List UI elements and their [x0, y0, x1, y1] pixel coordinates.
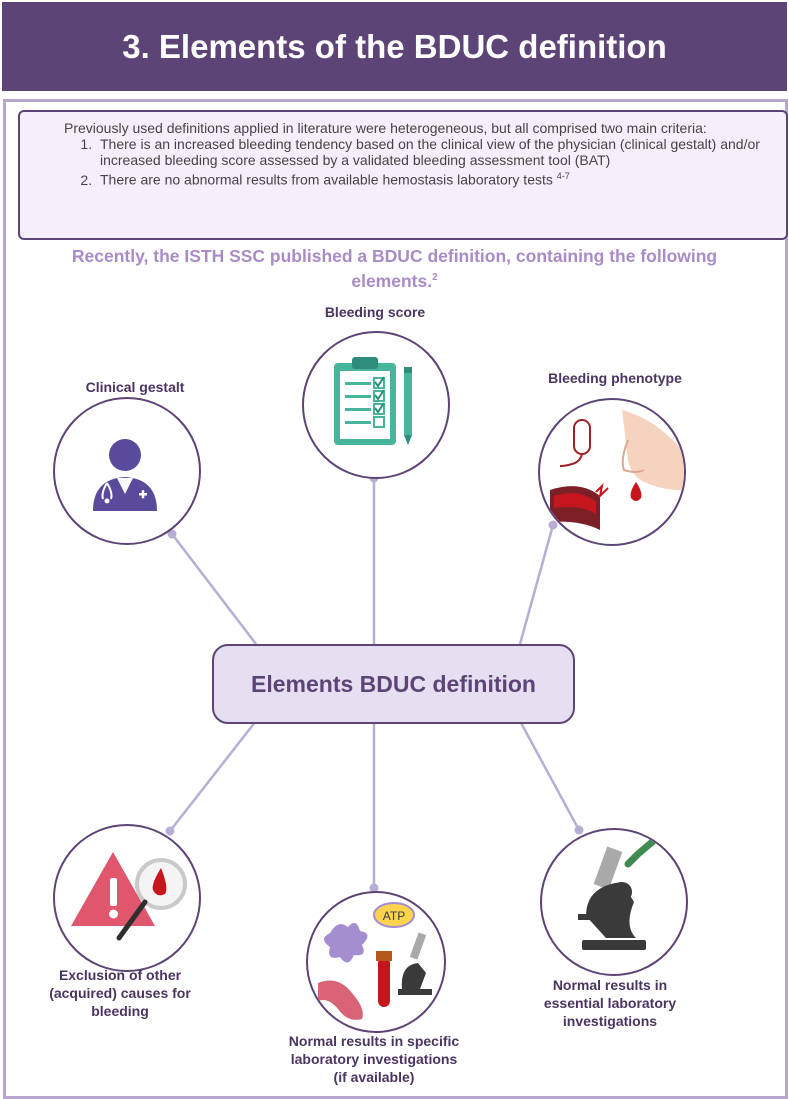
atp-label: ATP	[383, 909, 405, 923]
recent-reference: 2	[432, 272, 438, 283]
connector-dot	[369, 883, 379, 893]
recent-definition-text: Recently, the ISTH SSC published a BDUC …	[71, 246, 718, 291]
bleeding-phenotype-icon	[550, 410, 684, 530]
connector-clinical-gestalt	[171, 533, 257, 645]
connector-dot	[574, 825, 584, 835]
criteria-list: There is an increased bleeding tendency …	[64, 136, 786, 188]
label-essential-lab: Normal results in essential laboratory i…	[543, 977, 677, 1029]
connector-dot	[165, 826, 175, 836]
connector-essential-lab	[518, 720, 581, 831]
node-essential-lab	[540, 828, 688, 976]
node-bleeding-phenotype	[538, 398, 686, 546]
label-bleeding-score: Bleeding score	[324, 304, 426, 320]
criteria-item-1: There is an increased bleeding tendency …	[96, 136, 786, 168]
connector-dot	[548, 520, 558, 530]
center-node-label: Elements BDUC definition	[251, 670, 536, 697]
lab-cells-icon: ATP	[318, 902, 432, 1020]
node-clinical-gestalt	[53, 397, 201, 545]
label-exclusion: Exclusion of other (acquired) causes for…	[49, 967, 191, 1019]
warning-magnifier-icon	[71, 852, 187, 941]
criteria-box: Previously used definitions applied in l…	[18, 110, 788, 240]
node-exclusion	[53, 824, 201, 972]
microscope-check-icon	[578, 830, 668, 950]
criteria-intro: Previously used definitions applied in l…	[64, 120, 707, 136]
node-bleeding-score	[302, 331, 450, 479]
center-node: Elements BDUC definition	[212, 644, 575, 724]
label-bleeding-phenotype: Bleeding phenotype	[548, 370, 682, 386]
clipboard-checklist-icon	[334, 357, 412, 445]
connector-dot	[167, 529, 177, 539]
connector-bleeding-phenotype	[518, 524, 555, 645]
doctor-icon	[93, 439, 157, 511]
content-frame	[3, 99, 788, 1099]
criteria-item-2: There are no abnormal results from avail…	[96, 168, 786, 188]
label-clinical-gestalt: Clinical gestalt	[85, 379, 185, 395]
header-banner: 3. Elements of the BDUC definition	[2, 2, 787, 91]
connector-exclusion	[169, 720, 257, 832]
node-specific-lab: ATP	[306, 891, 446, 1033]
page-title: 3. Elements of the BDUC definition	[122, 27, 667, 65]
criteria-reference: 4-7	[556, 171, 570, 181]
label-specific-lab: Normal results in specific laboratory in…	[288, 1033, 460, 1085]
